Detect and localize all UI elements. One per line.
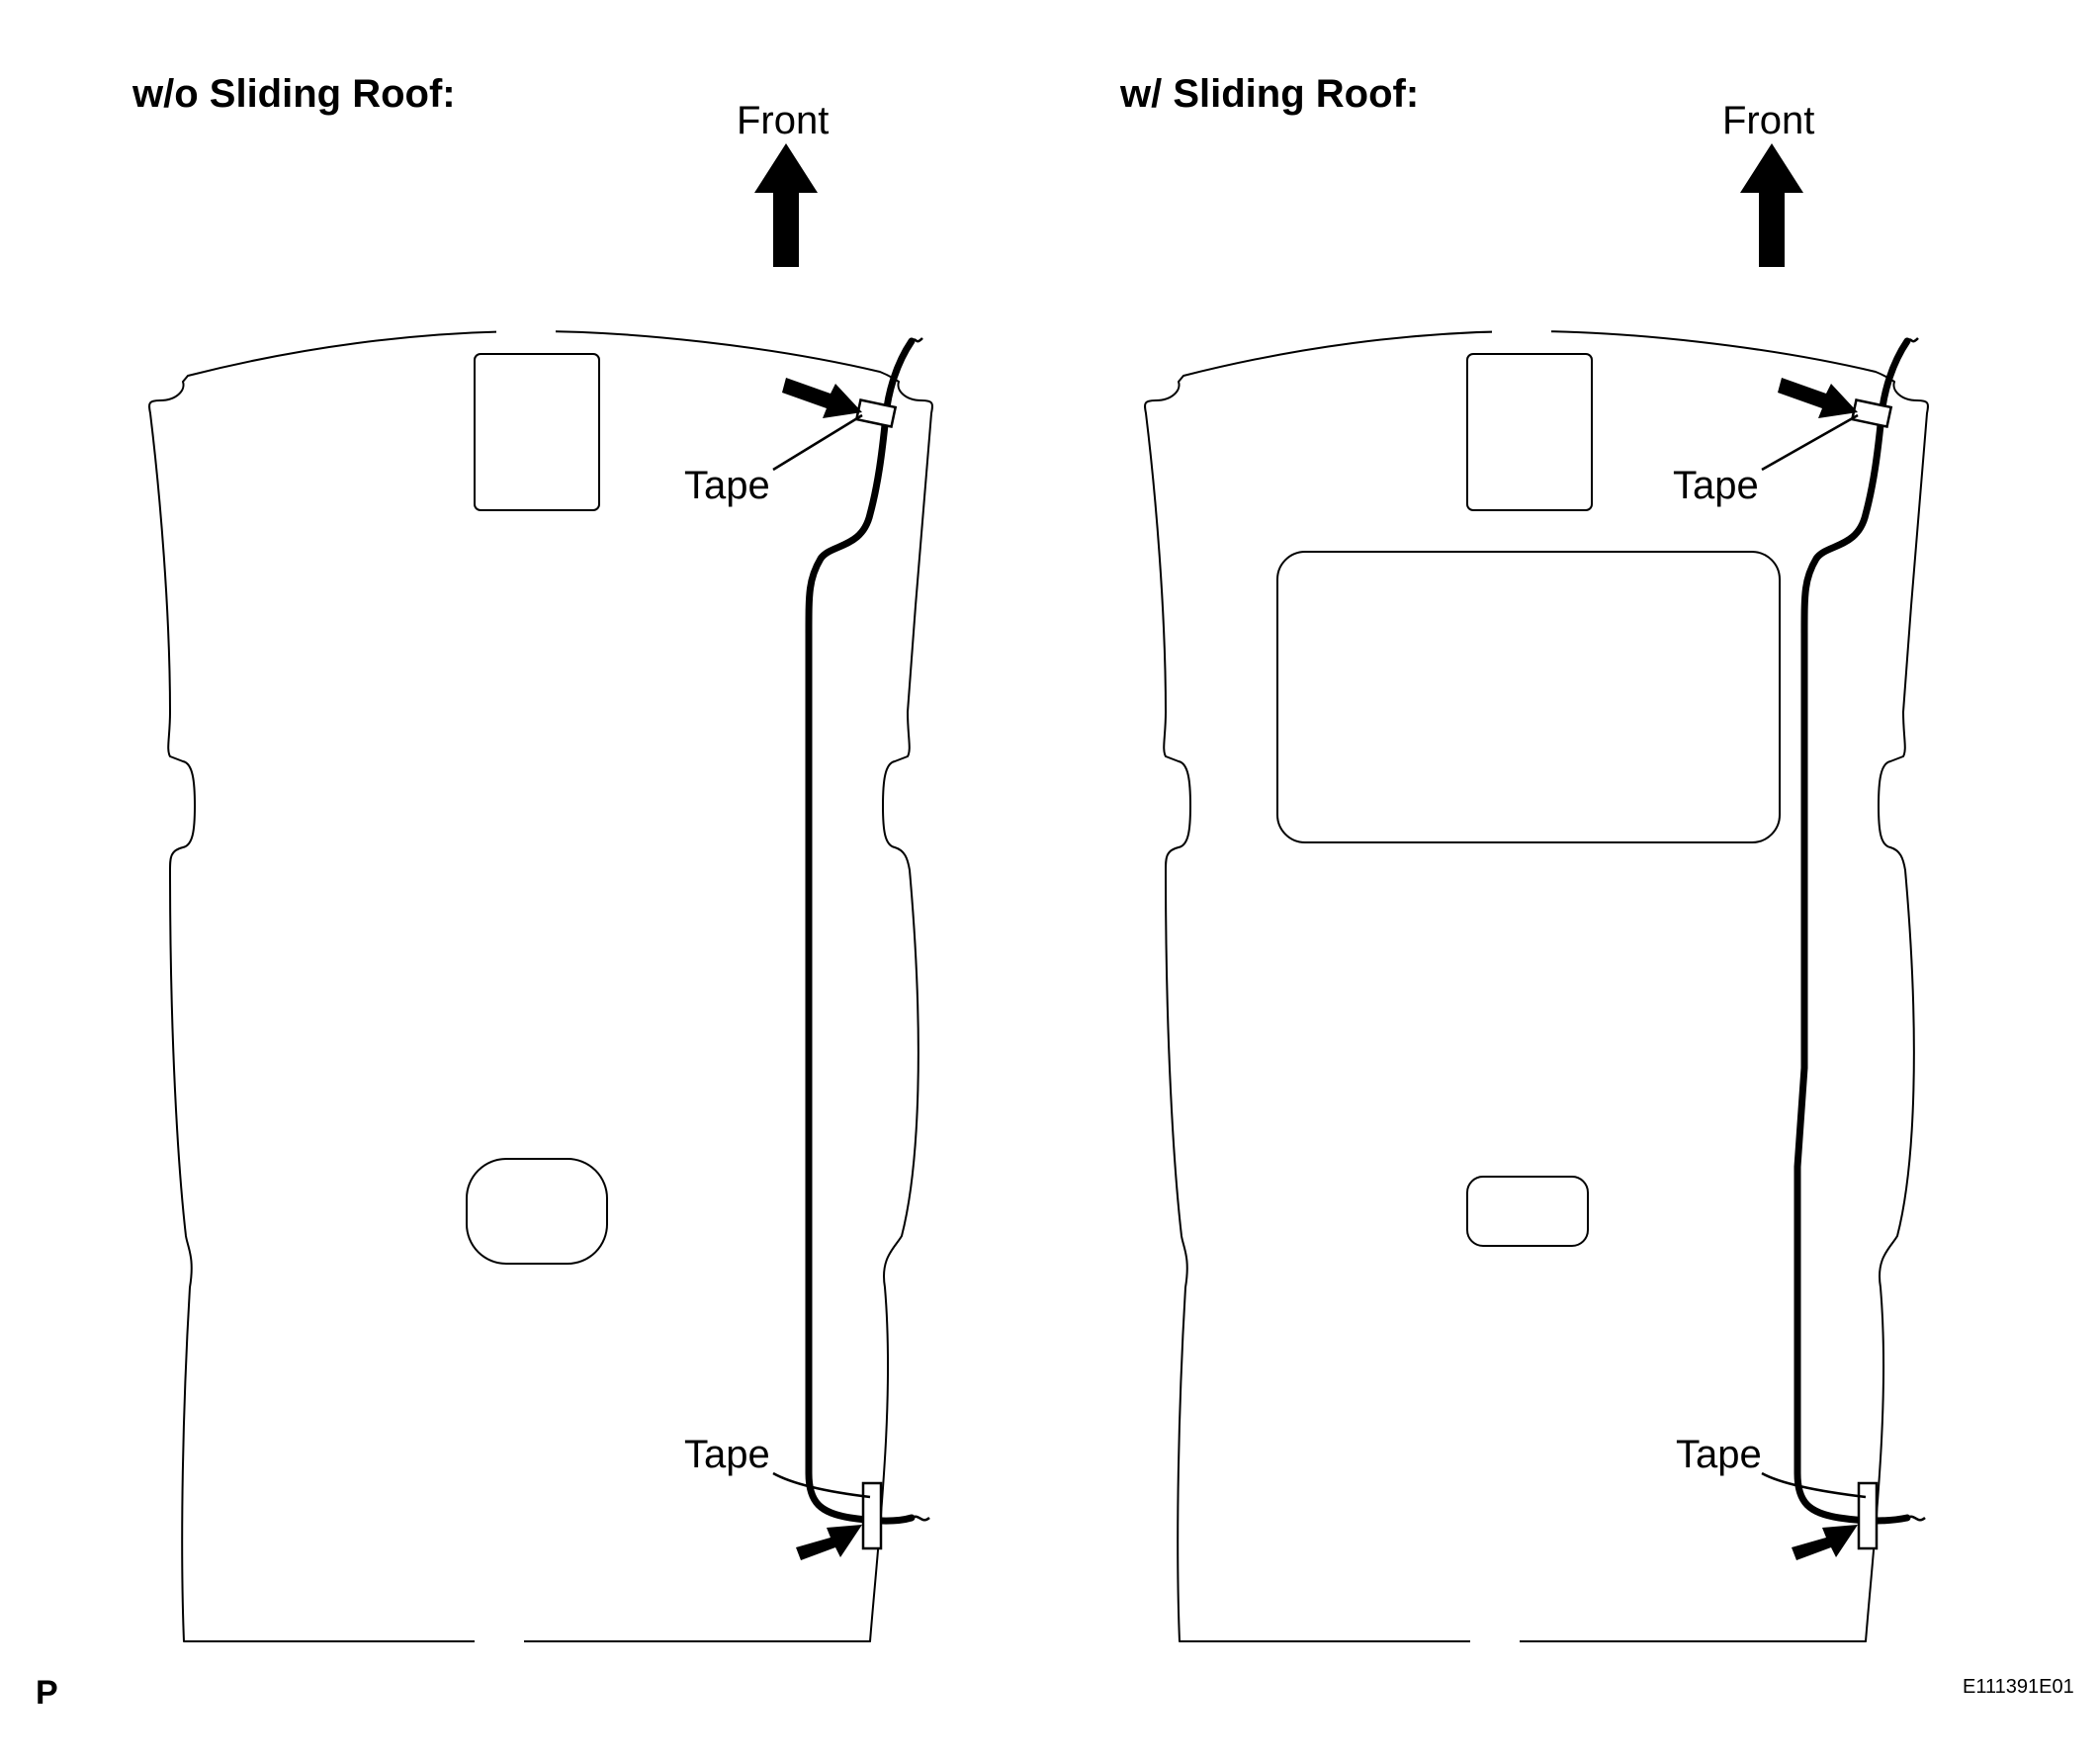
panel-title: w/o Sliding Roof: bbox=[131, 72, 456, 116]
panel-without-sliding-roof: w/o Sliding Roof: Front Tape Tape bbox=[131, 72, 933, 1647]
tape-bottom-label: Tape bbox=[1676, 1433, 1762, 1476]
front-label: Front bbox=[737, 99, 829, 142]
front-lamp-opening bbox=[1466, 353, 1593, 511]
front-arrow-icon bbox=[754, 143, 818, 267]
wire-harness bbox=[1794, 337, 1911, 1525]
front-label: Front bbox=[1722, 99, 1814, 142]
tape-bottom-label: Tape bbox=[684, 1433, 770, 1476]
panel-title: w/ Sliding Roof: bbox=[1119, 72, 1419, 116]
sliding-roof-opening bbox=[1276, 551, 1781, 843]
headliner-outline bbox=[148, 330, 933, 1642]
front-arrow-icon bbox=[1740, 143, 1803, 267]
front-lamp-opening bbox=[474, 353, 600, 511]
tape-bottom bbox=[861, 1481, 883, 1550]
dome-light-opening bbox=[466, 1158, 608, 1265]
tape-top-label: Tape bbox=[1673, 464, 1759, 507]
arrow-tape-bottom-icon bbox=[1792, 1525, 1858, 1560]
corner-mark: P bbox=[36, 1674, 58, 1712]
arrow-tape-bottom-icon bbox=[796, 1525, 862, 1560]
wire-harness bbox=[805, 337, 916, 1525]
panel-with-sliding-roof: w/ Sliding Roof: Front Tape Tape bbox=[1119, 72, 1929, 1647]
tape-top-label: Tape bbox=[684, 464, 770, 507]
dome-light-opening bbox=[1466, 1176, 1589, 1247]
tape-bottom bbox=[1857, 1481, 1879, 1550]
headliner-outline bbox=[1144, 330, 1929, 1642]
arrow-tape-top-icon bbox=[782, 378, 862, 418]
figure-code: E111391E01 bbox=[1963, 1676, 2074, 1698]
arrow-tape-top-icon bbox=[1778, 378, 1858, 418]
